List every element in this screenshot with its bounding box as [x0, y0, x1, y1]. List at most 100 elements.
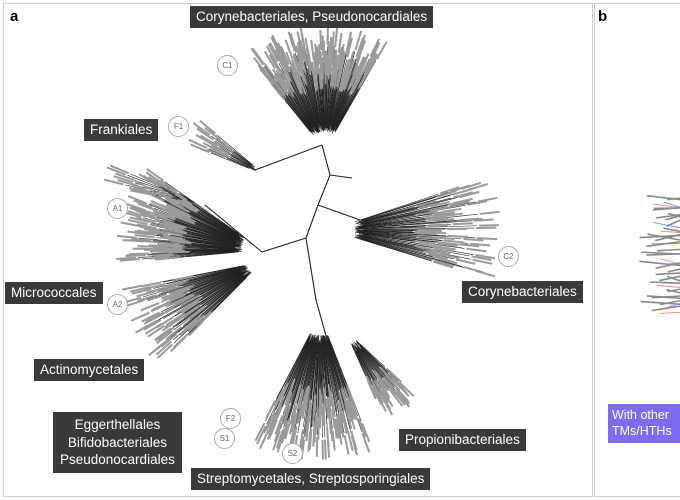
tree-branch [309, 339, 319, 430]
tree-branch [275, 333, 311, 400]
tree-leaf-label [135, 184, 154, 195]
panel-b-leaf [665, 215, 680, 221]
tree-leaf-label [116, 234, 137, 239]
tree-branch [176, 252, 236, 258]
subclade-badge-s1: S1 [214, 428, 235, 449]
tree-leaf-label [199, 119, 216, 135]
tree-branch [358, 237, 436, 259]
tree-leaf-label [158, 222, 179, 230]
tree-branch [172, 275, 244, 328]
subclade-badge-a1: A1 [107, 198, 128, 219]
tree-leaf-label [251, 47, 265, 66]
tree-branch [195, 210, 240, 238]
panel-b-leaf [649, 281, 680, 285]
tree-branch [364, 225, 478, 230]
tree-branch [351, 343, 374, 384]
tree-branch [302, 63, 319, 124]
tree-branch [364, 230, 413, 234]
panel-b-leaf [640, 300, 680, 306]
panel-b-leaf [667, 197, 680, 201]
tree-branch [317, 174, 331, 206]
tree-branch [325, 340, 340, 401]
tree-leaf-label [416, 199, 437, 208]
tree-leaf-label [136, 216, 156, 224]
tree-leaf-label [272, 78, 286, 96]
tree-leaf-label [294, 384, 302, 405]
tree-branch [335, 94, 352, 127]
tree-branch [356, 340, 386, 368]
tree-leaf-label [127, 210, 148, 218]
tree-leaf-label [331, 31, 335, 52]
tree-branch [230, 155, 257, 171]
tree-leaf-label [155, 340, 172, 356]
tree-branch [185, 246, 236, 250]
tree-leaf-label [308, 402, 313, 423]
tree-leaf-label [395, 388, 410, 405]
tree-leaf-label [436, 242, 458, 248]
tree-branch [174, 219, 236, 241]
tree-leaf-label [434, 218, 455, 222]
tree-leaf-label [140, 225, 161, 232]
tree-leaf-label [466, 247, 487, 253]
tree-leaf-label [319, 51, 323, 72]
tree-branch [362, 213, 433, 226]
tree-leaf-label [327, 386, 333, 407]
tree-leaf-label [337, 402, 344, 422]
tree-leaf-label [284, 39, 294, 59]
tree-leaf-label [347, 431, 354, 452]
panel-b-leaf [663, 201, 680, 208]
panel-a-letter: a [10, 8, 19, 25]
panel-b-leaf [657, 248, 680, 252]
tree-leaf-label [275, 429, 284, 449]
tree-branch [277, 339, 311, 418]
tree-leaf-label [272, 430, 281, 451]
tree-leaf-label [137, 294, 157, 302]
tree-leaf-label [274, 48, 286, 68]
tree-leaf-label [331, 430, 336, 451]
tree-branch [215, 140, 252, 166]
legend-line: With other [612, 408, 669, 422]
tree-leaf-label [158, 191, 178, 204]
tree-leaf-label [291, 58, 300, 79]
tree-leaf-label [461, 181, 482, 190]
tree-leaf-label [291, 426, 298, 447]
panel-b-leaf [656, 213, 680, 219]
tree-branch [356, 351, 382, 396]
panel-b-leaf [652, 206, 680, 211]
tree-leaf-label [347, 50, 355, 71]
tree-leaf-label [160, 179, 178, 193]
tree-branch [360, 238, 432, 262]
legend-line: TMs/HTHs [612, 424, 672, 439]
tree-leaf-label [292, 53, 301, 74]
tree-leaf-label [146, 286, 167, 294]
tree-branch [286, 62, 318, 133]
tree-leaf-label [147, 210, 167, 219]
tree-leaf-label [320, 68, 324, 89]
tree-leaf-label [426, 215, 447, 221]
tree-branch [307, 336, 317, 387]
tree-branch [356, 347, 378, 379]
tree-leaf-label [166, 280, 187, 288]
tree-leaf-label [371, 386, 383, 406]
tree-branch [361, 197, 459, 223]
tree-leaf-label [273, 422, 283, 442]
panel-b-leaf [651, 295, 680, 299]
tree-leaf-label [267, 43, 279, 62]
tree-leaf-label [129, 252, 150, 256]
tree-leaf-label [315, 46, 320, 67]
tree-branch [305, 95, 319, 132]
tree-branch [159, 246, 242, 250]
tree-leaf-label [163, 224, 184, 232]
tree-leaf-label [263, 50, 276, 69]
clade-label-corynebacteriales-pseudonocardiales: Corynebacteriales, Pseudonocardiales [190, 6, 434, 29]
tree-branch [196, 224, 237, 241]
tree-leaf-label [141, 281, 162, 288]
tree-leaf-label [160, 242, 181, 246]
tree-branch [336, 74, 365, 128]
tree-leaf-label [433, 209, 454, 215]
tree-leaf-label [129, 216, 150, 224]
clade-label-eggerthellales-bifidobacteriales-pseudonocardiales: Eggerthellales Bifidobacteriales Pseudon… [53, 412, 182, 473]
tree-leaf-label [414, 239, 435, 245]
tree-leaf-label [161, 318, 180, 332]
